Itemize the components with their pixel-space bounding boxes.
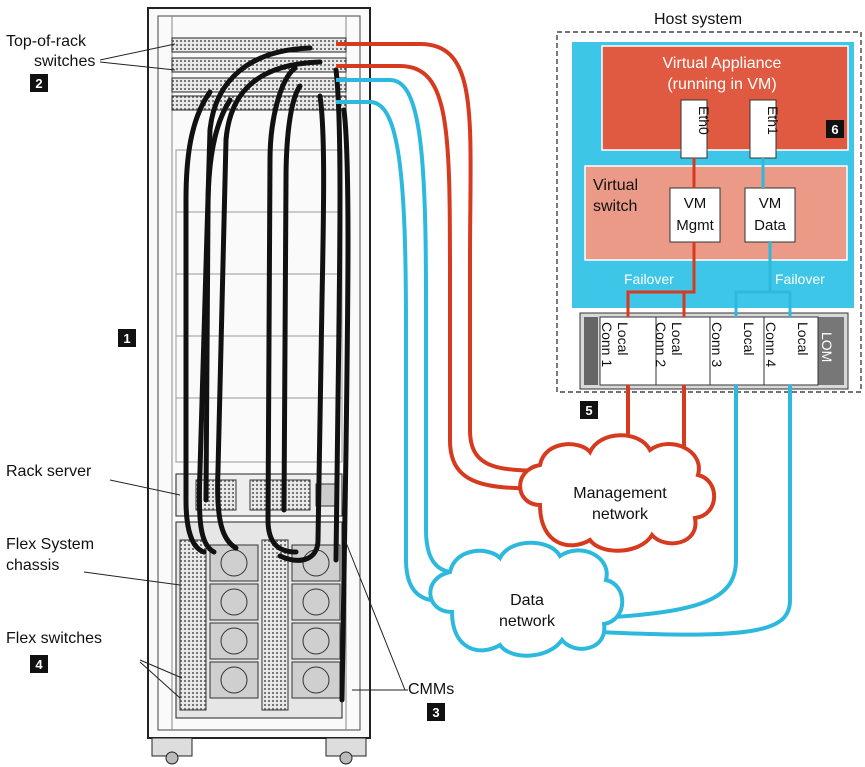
top-of-rack-label-2: switches [34,53,95,70]
vm-data-port [744,187,796,243]
nic-port-3-label: Local [741,322,757,355]
leader-lines [83,43,408,699]
svg-text:3: 3 [432,705,439,720]
nic-port-2-label-2: Conn 2 [653,322,669,367]
virtual-appliance-label-2: (running in VM) [667,76,776,93]
eth0-label: Eth0 [696,106,712,135]
callout-2: 2 [30,74,48,92]
top-of-rack-label: Top-of-rack [6,33,87,50]
management-network-cloud [518,433,717,553]
virtual-switch-label-2: switch [593,198,637,215]
vm-mgmt-label-2: Mgmt [676,217,714,234]
nic-port-2-label: Local [669,322,685,355]
failover-right-label: Failover [775,271,825,287]
eth1-label: Eth1 [765,106,781,135]
nic-port-4-label-2: Conn 4 [763,322,779,367]
cmms-label: CMMs [408,681,454,698]
callout-6: 6 [826,120,844,138]
lom-label: LOM [819,332,835,362]
host-system-box [556,31,862,393]
nic-port-4 [763,316,819,386]
data-network-label: Data [510,592,544,609]
management-network-label-2: network [592,506,649,523]
nic-port-3-label-2: Conn 3 [709,322,725,367]
flex-switches-label: Flex switches [6,630,102,647]
data-cables [336,78,792,637]
svg-text:6: 6 [831,122,838,137]
vm-data-label: VM [759,195,782,212]
nic-port-1-label-2: Conn 1 [599,322,615,367]
vm-data-label-2: Data [754,217,786,234]
callout-3: 3 [427,703,445,721]
vm-mgmt-label: VM [684,195,707,212]
virtual-appliance-box [601,45,849,151]
host-internal-links [626,158,792,317]
callout-4: 4 [30,655,48,673]
data-network-label-2: network [499,613,556,630]
failover-left-label: Failover [624,271,674,287]
virtual-appliance-label: Virtual Appliance [663,55,782,72]
nic-port-1-label: Local [615,322,631,355]
virtual-switch-label: Virtual [593,177,638,194]
callout-5: 5 [580,401,598,419]
flex-chassis-label: Flex System [6,536,94,553]
host-system-title: Host system [654,11,742,28]
callout-1: 1 [118,329,136,347]
flex-chassis-label-2: chassis [6,557,59,574]
black-patch-cables [183,45,351,703]
nic-port-3 [709,316,765,386]
svg-text:1: 1 [123,331,130,346]
vm-mgmt-port [669,187,721,243]
svg-text:2: 2 [35,76,42,91]
rack-server-label: Rack server [6,463,92,480]
nic-port-2 [655,316,711,386]
management-network-label: Management [573,485,667,502]
svg-text:5: 5 [585,403,592,418]
data-network-cloud [428,540,625,658]
nic-port-4-label: Local [795,322,811,355]
svg-text:4: 4 [35,657,43,672]
